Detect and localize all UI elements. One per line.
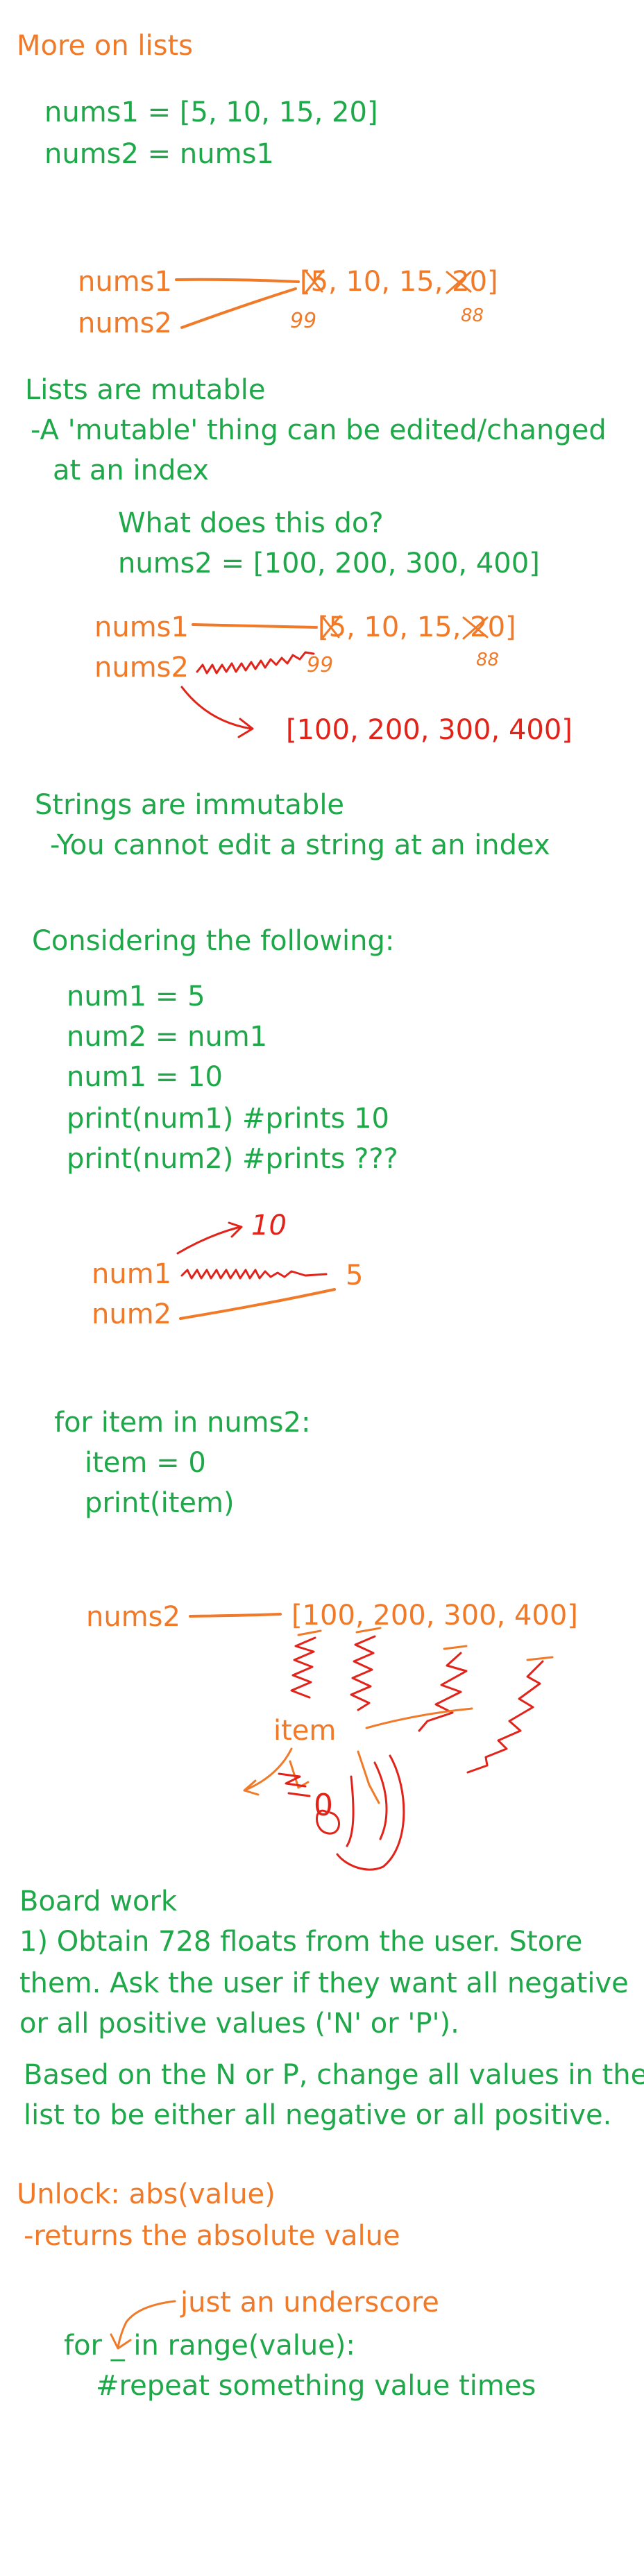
d3-arrow-num2: [179, 1288, 336, 1320]
diagram2-note-88: 88: [476, 650, 500, 670]
loop-code-3: print(item): [85, 1487, 235, 1519]
d4-zigzag-4: [466, 1660, 544, 1774]
unlock-line: -returns the absolute value: [24, 2220, 400, 2252]
unlock-code-2: #repeat something value times: [96, 2370, 536, 2402]
diagram1-note-99: 99: [290, 309, 317, 333]
diagram3-var-num2: num2: [92, 1298, 172, 1330]
unlock-code-1: for _ in range(value):: [64, 2330, 355, 2362]
d4-zigzag-1: [290, 1636, 316, 1699]
board-line-5: list to be either all negative or all po…: [24, 2099, 612, 2131]
board-line-2: them. Ask the user if they want all nega…: [19, 1967, 629, 1999]
diagram2-list: [5, 10, 15, 20]: [318, 611, 516, 643]
d4-red-loops: [278, 1754, 405, 1871]
d3-scribble: [180, 1269, 328, 1280]
considering-code-1: num1 = 5: [67, 981, 205, 1012]
d4-item-arrows: [243, 1747, 380, 1804]
d4-arrow: [189, 1613, 282, 1618]
page-title: More on lists: [17, 30, 194, 62]
mutable-question: What does this do?: [118, 507, 384, 539]
diagram4-zero: 0: [314, 1788, 333, 1823]
diagram3-value-5: 5: [346, 1260, 364, 1291]
diagram3-new-value-10: 10: [251, 1210, 287, 1242]
d2-scribble: [196, 651, 315, 675]
considering-code-4: print(num1) #prints 10: [67, 1103, 389, 1135]
diagram1-var-nums1: nums1: [78, 266, 172, 298]
d1-arrow-nums1: [175, 278, 300, 283]
diagram4-var-nums2: nums2: [86, 1601, 180, 1633]
d3-new-arrow: [176, 1221, 243, 1255]
mutable-title: Lists are mutable: [25, 374, 266, 406]
underscore-note: just an underscore: [180, 2287, 439, 2319]
d4-zigzag-3: [418, 1652, 468, 1732]
diagram3-var-num1: num1: [92, 1258, 172, 1290]
board-line-4: Based on the N or P, change all values i…: [24, 2059, 644, 2091]
diagram2-new-list: [100, 200, 300, 400]: [286, 714, 573, 746]
d4-orange-ticks: [297, 1627, 554, 1729]
considering-title: Considering the following:: [32, 925, 395, 957]
board-title: Board work: [19, 1886, 178, 1917]
considering-code-2: num2 = num1: [67, 1021, 268, 1053]
considering-code-5: print(num2) #prints ???: [67, 1143, 398, 1175]
diagram2-var-nums2: nums2: [94, 652, 189, 684]
d2-new-arrow: [180, 686, 254, 738]
d4-zigzag-2: [350, 1635, 376, 1711]
diagram1-note-88: 88: [461, 305, 484, 326]
diagram1-list: [5, 10, 15, 20]: [300, 266, 498, 298]
mutable-line1: -A 'mutable' thing can be edited/changed: [31, 414, 607, 446]
mutable-code: nums2 = [100, 200, 300, 400]: [118, 548, 540, 579]
board-line-3: or all positive values ('N' or 'P').: [19, 2008, 459, 2040]
code-line-nums1: nums1 = [5, 10, 15, 20]: [44, 96, 378, 128]
strings-title: Strings are immutable: [35, 789, 345, 821]
d2-arrow-nums1: [192, 623, 318, 629]
diagram4-list: [100, 200, 300, 400]: [291, 1600, 578, 1632]
board-line-1: 1) Obtain 728 floats from the user. Stor…: [19, 1926, 583, 1958]
diagram2-note-99: 99: [307, 653, 334, 677]
mutable-line2: at an index: [53, 455, 209, 486]
diagram2-var-nums1: nums1: [94, 611, 189, 643]
diagram1-var-nums2: nums2: [78, 307, 172, 339]
diagram4-item-label: item: [273, 1715, 337, 1747]
unlock-title: Unlock: abs(value): [17, 2178, 276, 2210]
considering-code-3: num1 = 10: [67, 1061, 223, 1093]
loop-code-1: for item in nums2:: [54, 1407, 311, 1439]
code-line-nums2: nums2 = nums1: [44, 138, 274, 170]
d1-arrow-nums2: [180, 287, 297, 329]
strings-line: -You cannot edit a string at an index: [50, 829, 550, 861]
loop-code-2: item = 0: [85, 1447, 206, 1479]
